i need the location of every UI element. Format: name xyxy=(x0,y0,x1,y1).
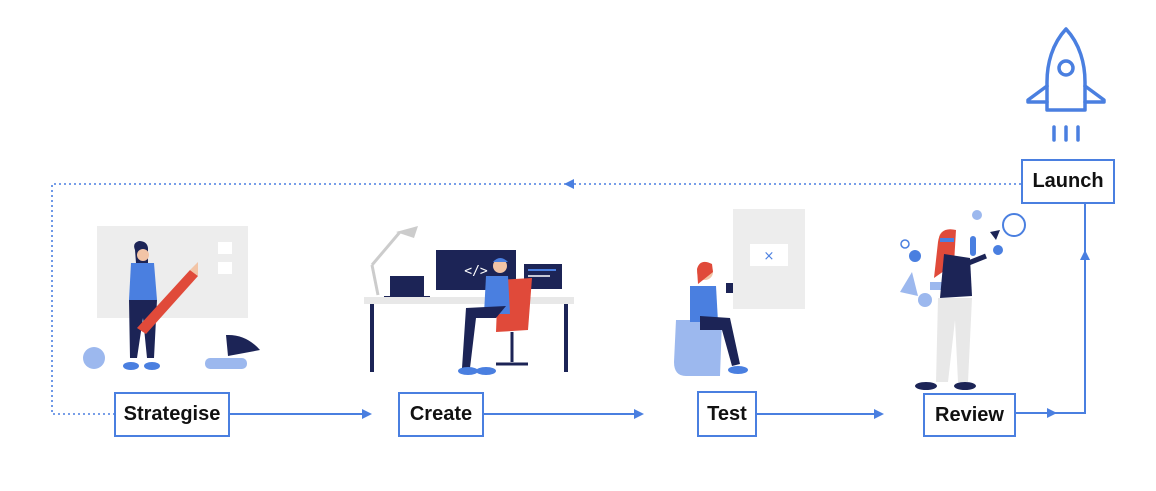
arrow-up-to-launch xyxy=(1055,250,1090,414)
step-strategise[interactable]: Strategise xyxy=(114,392,230,437)
test-illustration: × xyxy=(674,209,805,376)
rocket-icon xyxy=(1026,27,1106,142)
svg-text:</>: </> xyxy=(464,264,488,279)
svg-text:×: × xyxy=(764,249,775,264)
create-illustration: </> xyxy=(364,226,574,375)
review-illustration xyxy=(900,210,1026,390)
step-launch[interactable]: Launch xyxy=(1021,159,1115,204)
strategise-illustration xyxy=(83,226,260,370)
step-test[interactable]: Test xyxy=(697,391,757,437)
step-create[interactable]: Create xyxy=(398,392,484,437)
feedback-loop-line xyxy=(51,183,566,415)
step-review[interactable]: Review xyxy=(923,393,1016,437)
connectors xyxy=(51,179,1090,419)
